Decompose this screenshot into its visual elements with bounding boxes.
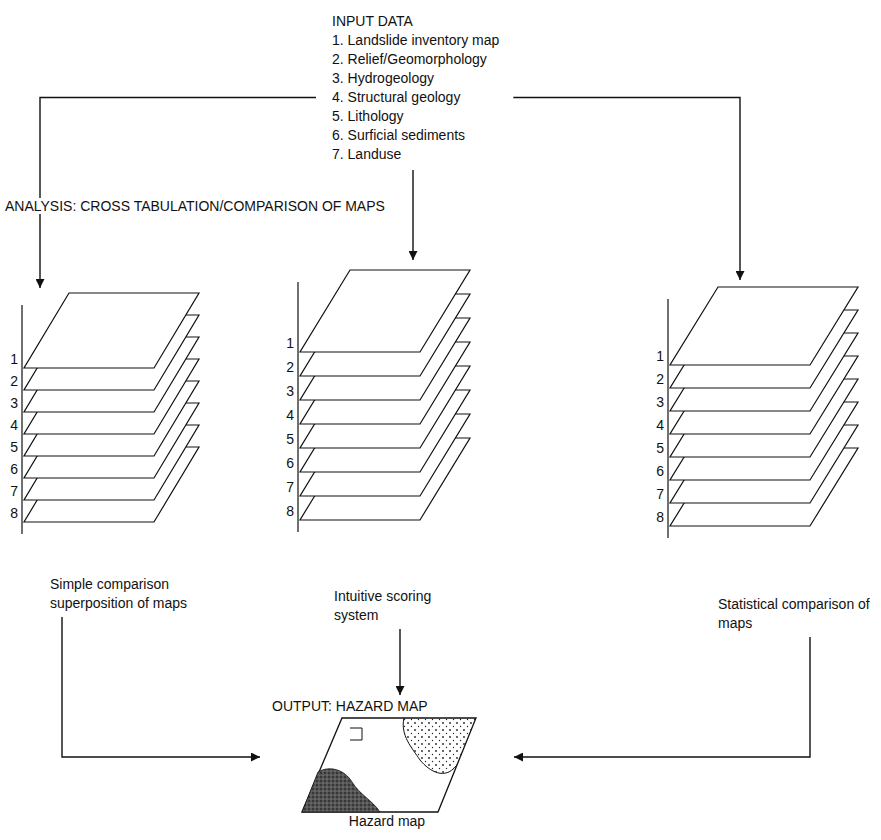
hazard-map-node: OUTPUT: HAZARD MAP Hazard map xyxy=(262,697,512,831)
layer-number: 1 xyxy=(652,348,664,364)
zone-boundary xyxy=(350,728,362,740)
input-data-list: INPUT DATA1. Landslide inventory map2. R… xyxy=(318,12,511,168)
layer-number: 4 xyxy=(6,417,18,433)
hazard-map-illustration xyxy=(302,718,476,812)
heading-text: OUTPUT: HAZARD MAP xyxy=(272,697,512,716)
map-layer xyxy=(300,270,470,352)
dark-zone xyxy=(302,769,380,812)
layer-number: 3 xyxy=(652,394,664,410)
layer-number: 2 xyxy=(6,373,18,389)
map-stack xyxy=(22,293,199,534)
stack-axis xyxy=(667,299,668,538)
map-layer xyxy=(24,293,199,368)
layer-number: 6 xyxy=(282,455,294,471)
layer-number: 5 xyxy=(282,431,294,447)
layer-number: 5 xyxy=(652,440,664,456)
map-layer xyxy=(670,287,858,365)
flow-arrow xyxy=(62,617,260,757)
map-outline xyxy=(302,718,476,812)
layer-number: 1 xyxy=(282,335,294,351)
layer-number: 7 xyxy=(652,486,664,502)
stack-node: Simple comparison superposition of maps xyxy=(20,290,220,615)
input-item: 3. Hydrogeology xyxy=(332,69,499,88)
map-stack xyxy=(298,270,470,532)
layer-number: 4 xyxy=(282,407,294,423)
heading-text: Simple comparison superposition of maps xyxy=(50,575,205,613)
layer-number: 2 xyxy=(652,371,664,387)
layer-number: 3 xyxy=(6,395,18,411)
flow-arrow xyxy=(399,629,400,695)
heading-text: Statistical comparison of maps xyxy=(718,595,876,633)
layer-number: 8 xyxy=(6,505,18,521)
flow-arrow xyxy=(513,98,740,281)
flow-arrow xyxy=(412,170,413,260)
layer-number: 7 xyxy=(6,483,18,499)
layer-number: 1 xyxy=(6,351,18,367)
layer-number: 2 xyxy=(282,359,294,375)
section-heading: ANALYSIS: CROSS TABULATION/COMPARISON OF… xyxy=(2,198,388,214)
layer-number: 3 xyxy=(282,383,294,399)
flow-arrow xyxy=(514,637,810,757)
layer-number: 8 xyxy=(282,503,294,519)
layer-number: 6 xyxy=(652,463,664,479)
heading-text: INPUT DATA xyxy=(332,12,499,31)
input-item: 2. Relief/Geomorphology xyxy=(332,50,499,69)
layer-number: 4 xyxy=(652,417,664,433)
dotted-zone xyxy=(403,718,476,773)
caption-text: Hazard map xyxy=(272,812,512,831)
stack-node: Intuitive scoring system xyxy=(296,262,476,627)
layer-number: 6 xyxy=(6,461,18,477)
flow-arrow xyxy=(40,98,316,289)
layer-number: 5 xyxy=(6,439,18,455)
stack-node: Statistical comparison of maps xyxy=(664,282,876,635)
layer-number: 7 xyxy=(282,479,294,495)
layer-number: 8 xyxy=(652,509,664,525)
stack-axis xyxy=(21,305,22,534)
map-stack xyxy=(668,287,858,538)
stack-axis xyxy=(297,282,298,532)
input-item: 1. Landslide inventory map xyxy=(332,31,499,50)
input-item: 7. Landuse xyxy=(332,145,499,164)
input-item: 5. Lithology xyxy=(332,107,499,126)
input-item: 6. Surficial sediments xyxy=(332,126,499,145)
input-item: 4. Structural geology xyxy=(332,88,499,107)
heading-text: Intuitive scoring system xyxy=(334,587,456,625)
